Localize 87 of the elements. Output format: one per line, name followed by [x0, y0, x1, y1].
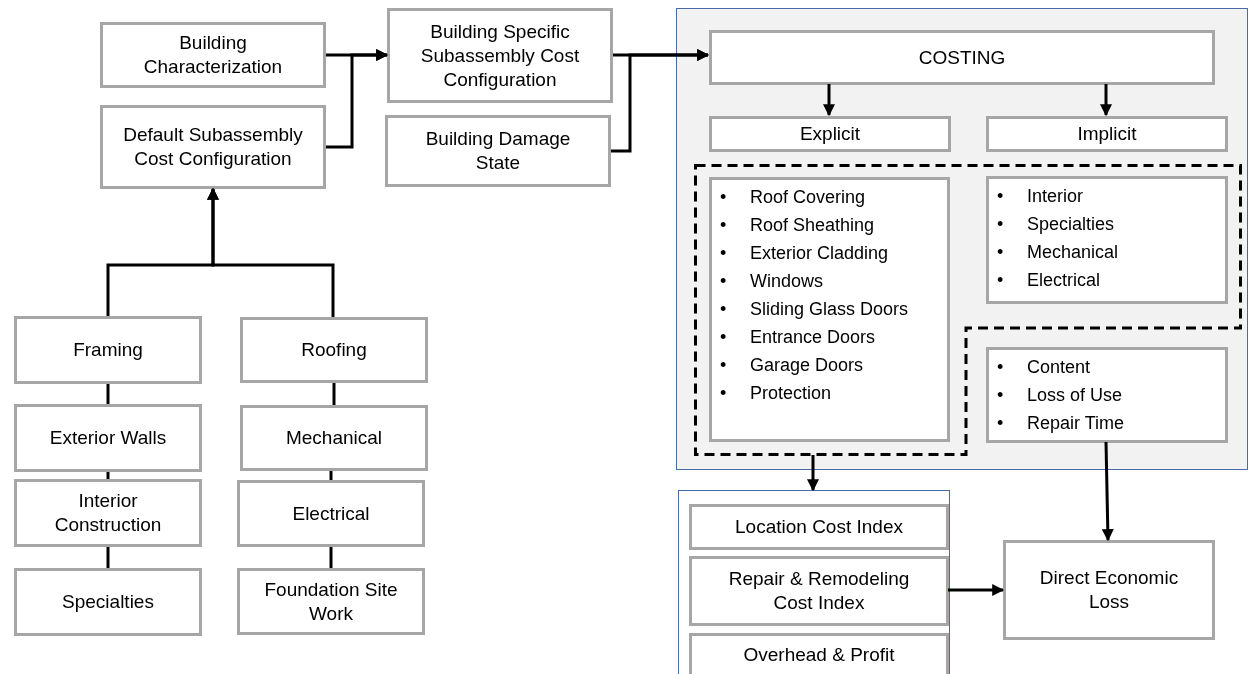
connector-line: [329, 547, 333, 568]
list-item: Sliding Glass Doors: [750, 298, 909, 321]
process-box: [14, 316, 202, 384]
process-box: [100, 22, 326, 88]
connector-line: [106, 384, 110, 404]
group-panel: [676, 8, 1248, 470]
box-label: Building Specific Subassembly Cost Configuration: [419, 19, 581, 92]
arrow: [948, 584, 1005, 596]
box-label: Electrical: [292, 501, 370, 526]
bullet-list-box: [986, 176, 1228, 304]
list-item: Roof Covering: [750, 186, 866, 209]
connector-line: [106, 472, 110, 479]
list-item: Garage Doors: [750, 354, 864, 377]
bullet: •: [997, 356, 1005, 379]
connector-line: [329, 471, 333, 480]
box-label: Repair & Remodeling Cost Index: [727, 567, 911, 615]
box-label: COSTING: [918, 45, 1006, 70]
process-box: [237, 480, 425, 547]
process-box: [14, 479, 202, 547]
process-box: [14, 404, 202, 472]
list-item: Protection: [750, 382, 832, 405]
process-box: [385, 115, 611, 187]
list-item: Interior: [1027, 185, 1084, 208]
list-item: Windows: [750, 270, 824, 293]
process-box: [986, 116, 1228, 152]
box-label: Foundation Site Work: [263, 577, 399, 626]
process-box: [237, 568, 425, 635]
list-item: Mechanical: [1027, 241, 1119, 264]
list-item: Roof Sheathing: [750, 214, 875, 237]
list-item: Content: [1027, 356, 1091, 379]
bullet: •: [997, 412, 1005, 435]
process-box: [689, 556, 949, 626]
bullet: •: [720, 298, 728, 321]
box-label: Default Subassembly Cost Configuration: [123, 123, 303, 171]
bullet: •: [720, 214, 728, 237]
list-item: Loss of Use: [1027, 384, 1123, 407]
process-box: [689, 504, 949, 550]
bullet-list-box: [986, 347, 1228, 443]
bullet: •: [997, 269, 1005, 292]
bullet: •: [997, 185, 1005, 208]
box-label: Exterior Walls: [49, 426, 167, 450]
arrow: [207, 187, 335, 317]
bullet: •: [720, 354, 728, 377]
list-item: Entrance Doors: [750, 326, 876, 349]
bullet: •: [720, 382, 728, 405]
bullet: •: [720, 326, 728, 349]
box-label: Specialties: [62, 590, 154, 614]
box-label: Roofing: [301, 338, 367, 362]
bullet: •: [997, 213, 1005, 236]
bullet: •: [997, 384, 1005, 407]
bullet: •: [720, 242, 728, 265]
box-label: Mechanical: [285, 426, 383, 450]
arrow: [611, 49, 710, 153]
box-label: Implicit: [1077, 122, 1137, 146]
process-box: [709, 30, 1215, 85]
list-item: Repair Time: [1027, 412, 1125, 435]
bullet: •: [997, 241, 1005, 264]
process-box: [709, 116, 951, 152]
process-box: [240, 317, 428, 383]
arrow: [807, 455, 819, 492]
process-box: [387, 8, 613, 103]
bullet-list-box: [709, 177, 950, 442]
process-box: [100, 105, 326, 189]
process-box: [1003, 540, 1215, 640]
connector-line: [332, 383, 336, 405]
process-box: [14, 568, 202, 636]
connector-line: [106, 547, 110, 568]
box-label: Overhead & Profit: [743, 643, 895, 667]
bullet: •: [720, 270, 728, 293]
box-label: Direct Economic Loss: [1038, 566, 1180, 614]
bullet: •: [720, 186, 728, 209]
list-item: Electrical: [1027, 269, 1101, 292]
process-box: [689, 633, 949, 674]
arrow: [1101, 441, 1114, 542]
arrow: [1100, 84, 1112, 117]
list-item: Exterior Cladding: [750, 242, 889, 265]
box-label: Explicit: [799, 122, 861, 146]
box-label: Interior Construction: [53, 489, 163, 537]
arrow: [326, 49, 389, 149]
box-label: Framing: [73, 338, 143, 362]
box-label: Location Cost Index: [735, 515, 903, 539]
box-label: Building Damage State: [424, 127, 572, 175]
arrow: [823, 84, 835, 117]
process-box: [240, 405, 428, 471]
index-panel: [678, 490, 950, 674]
list-item: Specialties: [1027, 213, 1115, 236]
box-label: Building Characterization: [142, 31, 284, 79]
